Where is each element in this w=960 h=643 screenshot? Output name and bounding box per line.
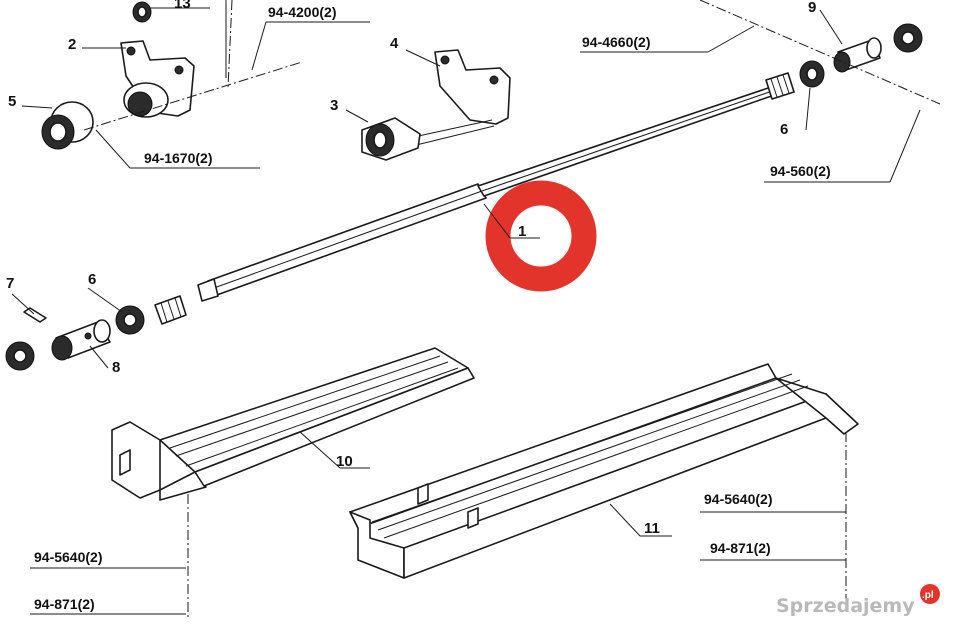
reference-labels: 94-4200(2) 94-1670(2) 94-4660(2) 94-560(…: [34, 4, 831, 612]
leader-lines: [11, 0, 921, 615]
ref-94-871-right: 94-871(2): [710, 540, 771, 556]
label-part-7: 7: [6, 275, 14, 292]
pin-part-7: [23, 307, 47, 323]
bracket-part-2: [120, 40, 195, 118]
bearing-part-5: [41, 101, 94, 150]
shaft-spline-left: [154, 295, 187, 325]
rail-part-11: [349, 363, 859, 579]
label-part-13: 13: [174, 0, 191, 12]
part-labels: 13 2 5 4 3 9 6 1 7 6 8 10 11: [6, 0, 816, 537]
ref-94-871-left: 94-871(2): [34, 596, 95, 612]
label-part-10: 10: [336, 453, 353, 470]
label-part-3: 3: [330, 97, 338, 114]
coupling-part-8: [51, 319, 111, 361]
shaft-spline-right: [765, 72, 795, 100]
bracket-part-4: [399, 49, 511, 149]
label-part-6-right: 6: [780, 121, 788, 138]
watermark-text: Sprzedajemy: [776, 595, 915, 617]
bearing-top-right: [893, 23, 923, 53]
nut-part-6-right: [799, 60, 825, 88]
label-part-5: 5: [8, 93, 16, 110]
label-part-6-left: 6: [88, 271, 96, 288]
label-part-11: 11: [644, 520, 660, 537]
centre-lines: [83, 0, 941, 620]
ref-94-4660: 94-4660(2): [582, 34, 651, 50]
label-part-1: 1: [518, 223, 526, 240]
watermark: Sprzedajemy .pl: [776, 584, 940, 617]
ref-94-4200: 94-4200(2): [268, 4, 337, 20]
ref-94-560: 94-560(2): [770, 163, 831, 179]
watermark-badge-dot: [920, 584, 940, 604]
ref-94-5640-left: 94-5640(2): [34, 549, 103, 565]
ref-94-1670: 94-1670(2): [144, 150, 213, 166]
nut-part-6-left: [115, 305, 145, 335]
bearing-left: [5, 341, 35, 371]
label-part-4: 4: [390, 35, 399, 52]
rail-part-10: [111, 347, 475, 501]
coupling-part-9: [833, 37, 882, 73]
ref-94-5640-right: 94-5640(2): [704, 491, 773, 507]
label-part-8: 8: [112, 359, 120, 376]
label-part-9: 9: [808, 0, 816, 16]
nut-part-13: [132, 1, 152, 23]
watermark-badge: .pl: [922, 590, 934, 601]
label-part-2: 2: [68, 36, 76, 53]
highlight-ring: [485, 180, 597, 292]
bearing-part-3: [361, 117, 421, 161]
